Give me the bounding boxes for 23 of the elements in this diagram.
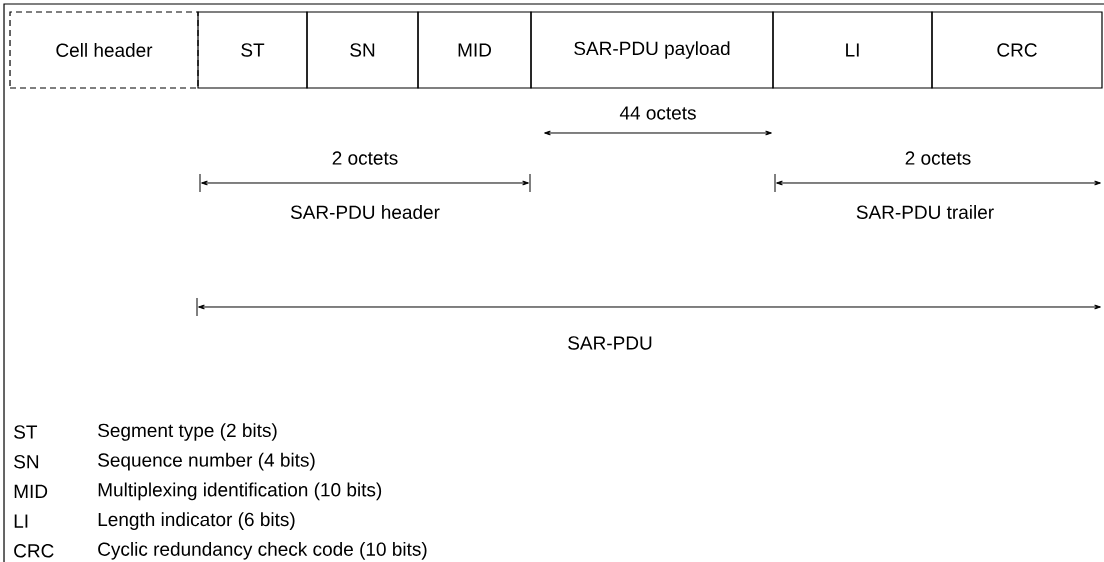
- span-label: SAR-PDU header: [290, 205, 440, 219]
- field-box: CRC: [931, 11, 1103, 89]
- field-box: SN: [306, 11, 419, 89]
- dimension-label: 44 octets: [619, 106, 696, 120]
- field-box: SAR-PDU payload: [530, 11, 774, 89]
- abbreviation: SN: [14, 454, 39, 469]
- dimension-label: 2 octets: [905, 151, 971, 165]
- abbreviation: MID: [14, 484, 48, 498]
- abbreviation: LI: [14, 514, 28, 528]
- field-box: ST: [197, 11, 308, 89]
- abbreviation: CRC: [14, 544, 54, 558]
- definition: Segment type (2 bits): [98, 423, 277, 441]
- header-box: Cell header: [9, 11, 199, 89]
- field-box: MID: [417, 11, 532, 89]
- dimension-label: 2 octets: [332, 151, 398, 165]
- span-label: SAR-PDU: [568, 336, 652, 350]
- field-box: LI: [772, 11, 933, 89]
- definition: Length indicator (6 bits): [98, 512, 295, 530]
- definition: Sequence number (4 bits): [98, 452, 315, 471]
- definition: Cyclic redundancy check code (10 bits): [98, 541, 427, 560]
- span-label: SAR-PDU trailer: [856, 205, 994, 219]
- definition: Multiplexing identification (10 bits): [98, 482, 382, 501]
- abbreviation: ST: [14, 425, 38, 439]
